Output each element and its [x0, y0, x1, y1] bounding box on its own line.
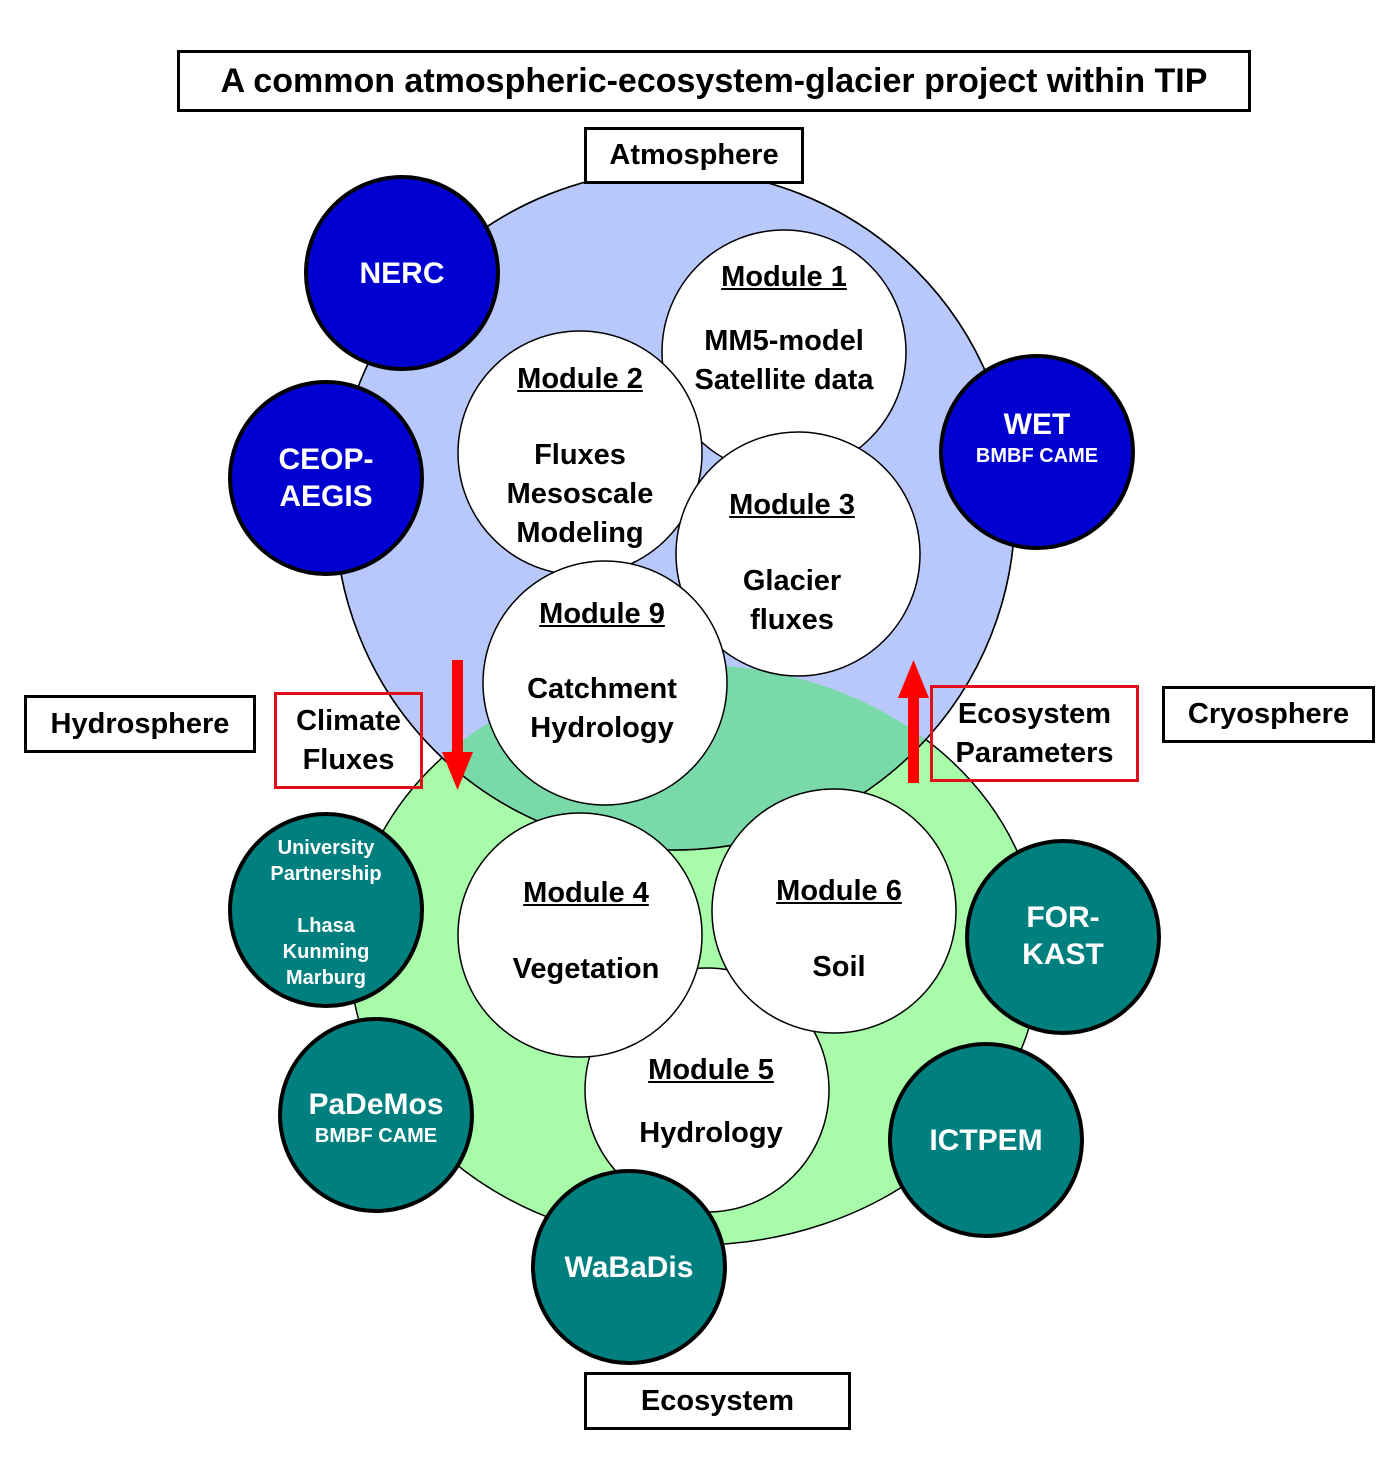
forkast-circle [965, 839, 1161, 1035]
module-1-line1: MM5-model [704, 325, 864, 357]
module-6-line1: Soil [812, 951, 866, 983]
univ-line4: Kunming [282, 941, 370, 963]
module-4-line1: Vegetation [512, 953, 660, 985]
module-3-line2: fluxes [750, 604, 834, 636]
ecosystem-label: Ecosystem [584, 1372, 851, 1430]
module-6-heading: Module 6 [776, 875, 902, 907]
module-6-circle [711, 788, 957, 1034]
module-3-heading: Module 3 [729, 489, 855, 521]
nerc-circle [304, 175, 500, 371]
module-2-line3: Modeling [516, 517, 644, 549]
ictpem-project: ICTPEM [901, 1110, 1071, 1170]
wet-label: WET [1003, 407, 1071, 441]
pademos-label: PaDeMos [308, 1087, 444, 1121]
wet-circle [939, 354, 1135, 550]
univ-line1: University [277, 837, 375, 859]
wabadis-label: WaBaDis [564, 1250, 694, 1284]
module-4-circle [457, 812, 703, 1058]
module-4-heading: Module 4 [523, 877, 649, 909]
ceop-line2: AEGIS [279, 480, 373, 513]
univ-line3: Lhasa [297, 915, 355, 937]
climate-fluxes-line1: Climate [296, 704, 401, 737]
pademos-circle [278, 1017, 474, 1213]
module-1-heading: Module 1 [721, 261, 847, 293]
module-2-heading: Module 2 [517, 363, 643, 395]
module-5-line1: Hydrology [639, 1117, 783, 1149]
wabadis-project: WaBaDis [544, 1237, 714, 1297]
ecosystem-parameters-line2: Parameters [955, 736, 1114, 769]
forkast-line1: FOR- [1026, 901, 1100, 934]
module-2-line2: Mesoscale [506, 478, 654, 510]
module-3: Module 3 Glacier fluxes [672, 486, 912, 640]
ceop-aegis-project: CEOP- AEGIS [246, 440, 406, 516]
climate-fluxes-box: Climate Fluxes [274, 692, 423, 789]
wet-project: WET BMBF CAME [957, 402, 1117, 472]
ceop-line1: CEOP- [278, 443, 374, 476]
forkast-line2: KAST [1022, 938, 1104, 971]
ecosystem-parameters-arrow [898, 660, 929, 783]
univ-line2: Partnership [270, 863, 382, 885]
atmosphere-label: Atmosphere [584, 127, 804, 184]
module-9: Module 9 Catchment Hydrology [482, 595, 722, 748]
wet-sub: BMBF CAME [975, 444, 1099, 467]
module-9-heading: Module 9 [539, 598, 665, 630]
climate-fluxes-line2: Fluxes [302, 743, 395, 776]
module-1: Module 1 MM5-model Satellite data [664, 258, 904, 400]
hydrosphere-label: Hydrosphere [24, 695, 256, 753]
nerc-label: NERC [359, 256, 445, 290]
module-4: Module 4 Vegetation [466, 874, 706, 989]
university-partnership-project: University Partnership Lhasa Kunming Mar… [246, 833, 406, 993]
univ-line5: Marburg [286, 967, 366, 989]
ictpem-label: ICTPEM [929, 1123, 1043, 1157]
module-3-line1: Glacier [742, 565, 842, 597]
module-5: Module 5 Hydrology [591, 1051, 831, 1153]
pademos-sub: BMBF CAME [314, 1124, 438, 1147]
cryosphere-label: Cryosphere [1162, 686, 1375, 743]
ceop-aegis-circle [228, 380, 424, 576]
module-9-line1: Catchment [527, 673, 677, 705]
pademos-project: PaDeMos BMBF CAME [286, 1082, 466, 1152]
climate-fluxes-arrow [442, 660, 473, 790]
ecosystem-parameters-line1: Ecosystem [957, 697, 1112, 730]
module-9-line2: Hydrology [530, 712, 674, 744]
wabadis-circle [531, 1169, 727, 1365]
module-2-line1: Fluxes [534, 439, 626, 471]
module-6: Module 6 Soil [719, 872, 959, 987]
university-partnership-circle [228, 812, 424, 1008]
module-3-circle [675, 431, 921, 677]
forkast-project: FOR- KAST [983, 898, 1143, 974]
module-2: Module 2 Fluxes Mesoscale Modeling [460, 360, 700, 553]
diagram-title: A common atmospheric-ecosystem-glacier p… [177, 50, 1251, 112]
module-1-line2: Satellite data [694, 364, 874, 396]
nerc-project: NERC [322, 243, 482, 303]
module-9-circle [482, 560, 728, 806]
ictpem-circle [888, 1042, 1084, 1238]
ecosystem-parameters-box: Ecosystem Parameters [930, 685, 1139, 782]
module-5-heading: Module 5 [648, 1054, 774, 1086]
